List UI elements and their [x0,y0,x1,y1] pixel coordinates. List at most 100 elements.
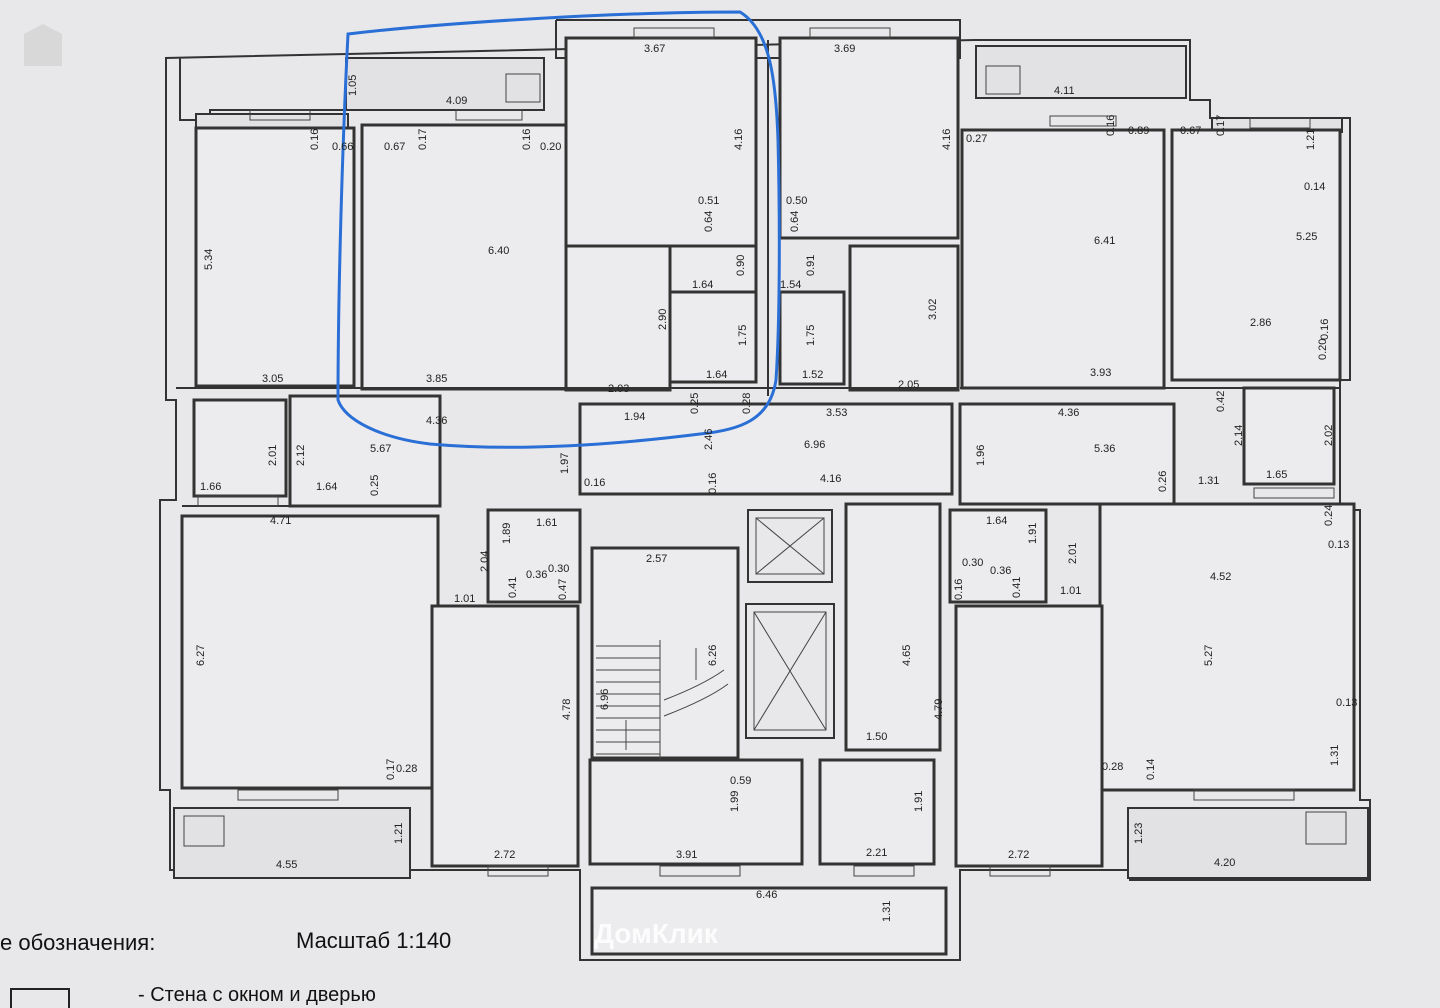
domclick-logo-icon [20,22,66,68]
room-lower-left [430,604,580,868]
dimension-label: 6.26 [707,645,719,666]
dimension-label: 0.36 [526,569,547,581]
dimension-label: 6.27 [195,645,207,666]
dimension-label: 0.51 [698,195,719,207]
dimension-label: 0.41 [1011,577,1023,598]
dimension-label: 4.71 [270,515,291,527]
dimension-label: 4.20 [1214,857,1235,869]
dimension-label: 2.03 [608,383,629,395]
dimension-label: 2.02 [1323,425,1335,446]
dimension-label: 4.79 [933,699,945,720]
room-left-top [194,126,356,388]
dimension-label: 1.91 [1027,523,1039,544]
room-right-living [960,128,1166,390]
dimension-label: 4.36 [426,415,447,427]
balcony-fixture [1305,811,1347,845]
dimension-label: 1.66 [200,481,221,493]
dimension-label: 0.67 [1180,125,1201,137]
dimension-label: 0.28 [1102,761,1123,773]
room-center-kitchen [778,36,960,240]
top-left-wall [195,113,349,129]
room-right-bottom [1098,502,1356,792]
dimension-label: 0.64 [789,211,801,232]
room-corridor-left [288,394,442,508]
balcony-top-right [975,45,1187,99]
dimension-label: 2.01 [267,445,279,466]
dimension-label: 3.69 [834,43,855,55]
room-corridor-right [958,402,1176,506]
room-small-right [1242,386,1336,486]
dimension-label: 1.21 [1305,129,1317,150]
dimension-label: 5.67 [370,443,391,455]
room-main-living [360,123,570,391]
dimension-label: 2.72 [494,849,515,861]
dimension-label: 1.75 [805,325,817,346]
dimension-label: 1.01 [1060,585,1081,597]
dimension-label: 1.31 [1329,745,1341,766]
highlighted-apartment-outline [336,10,781,449]
dimension-label: 1.97 [559,453,571,474]
dimension-label: 2.21 [866,847,887,859]
dimension-label: 0.24 [1323,505,1335,526]
scale-label: Масштаб 1:140 [296,928,452,953]
dimension-label: 0.89 [1128,125,1149,137]
dimension-label: 3.67 [644,43,665,55]
dimension-label: 1.64 [692,279,713,291]
dimension-label: 0.20 [1317,339,1329,360]
dimension-label: 2.04 [479,551,491,572]
dimension-label: 3.91 [676,849,697,861]
elevator-small [747,509,833,583]
dimension-label: 1.23 [1133,823,1145,844]
dimension-label: 6.41 [1094,235,1115,247]
dimension-label: 4.65 [901,645,913,666]
room-lower-right [954,604,1104,868]
room-stairwell [590,546,740,760]
dimension-label: 1.31 [1198,475,1219,487]
dimension-label: 0.30 [548,563,569,575]
dimension-label: 0.41 [507,577,519,598]
dimension-label: 1.05 [347,75,359,96]
watermark: ДомКлик [594,918,718,949]
dimension-label: 0.16 [707,473,719,494]
room-center-hall [848,244,960,392]
dimension-label: 4.16 [733,129,745,150]
dimension-label: 1.99 [729,791,741,812]
dimension-label: 2.86 [1250,317,1271,329]
dimension-label: 1.61 [536,517,557,529]
dimension-label: 0.28 [396,763,417,775]
legend-wall-item: - Стена с окном и дверью [138,984,376,1006]
dimension-label: 0.16 [584,477,605,489]
balcony-fixture [985,65,1021,95]
dimension-label: 0.30 [962,557,983,569]
dimension-label: 1.89 [501,523,513,544]
dimension-label: 5.27 [1203,645,1215,666]
room-lower-center [588,758,804,866]
dimension-label: 0.36 [990,565,1011,577]
dimension-label: 0.50 [786,195,807,207]
dimension-label: 2.46 [703,429,715,450]
elevator-large [745,603,835,739]
dimension-label: 6.96 [804,439,825,451]
dimension-label: 0.27 [966,133,987,145]
dimension-label: 0.13 [1328,539,1349,551]
dimension-label: 1.64 [986,515,1007,527]
legend-wall-symbol [10,988,70,1008]
stairs [596,640,729,760]
dimension-label: 0.20 [540,141,561,153]
dimension-label: 0.64 [703,211,715,232]
room-small-utility-right [948,508,1048,604]
room-wc [668,244,758,294]
dimension-label: 2.12 [295,445,307,466]
dimension-label: 0.16 [1319,319,1331,340]
dimension-label: 2.14 [1233,425,1245,446]
balcony-top-left [345,57,545,111]
room-right-top [1170,128,1342,382]
dimension-label: 0.28 [741,393,753,414]
dimension-label: 1.54 [780,279,801,291]
dimension-label: 4.52 [1210,571,1231,583]
dimension-label: 0.17 [385,759,397,780]
room-center-bath [778,290,846,386]
dimension-label: 1.75 [737,325,749,346]
dimension-label: 2.05 [898,379,919,391]
